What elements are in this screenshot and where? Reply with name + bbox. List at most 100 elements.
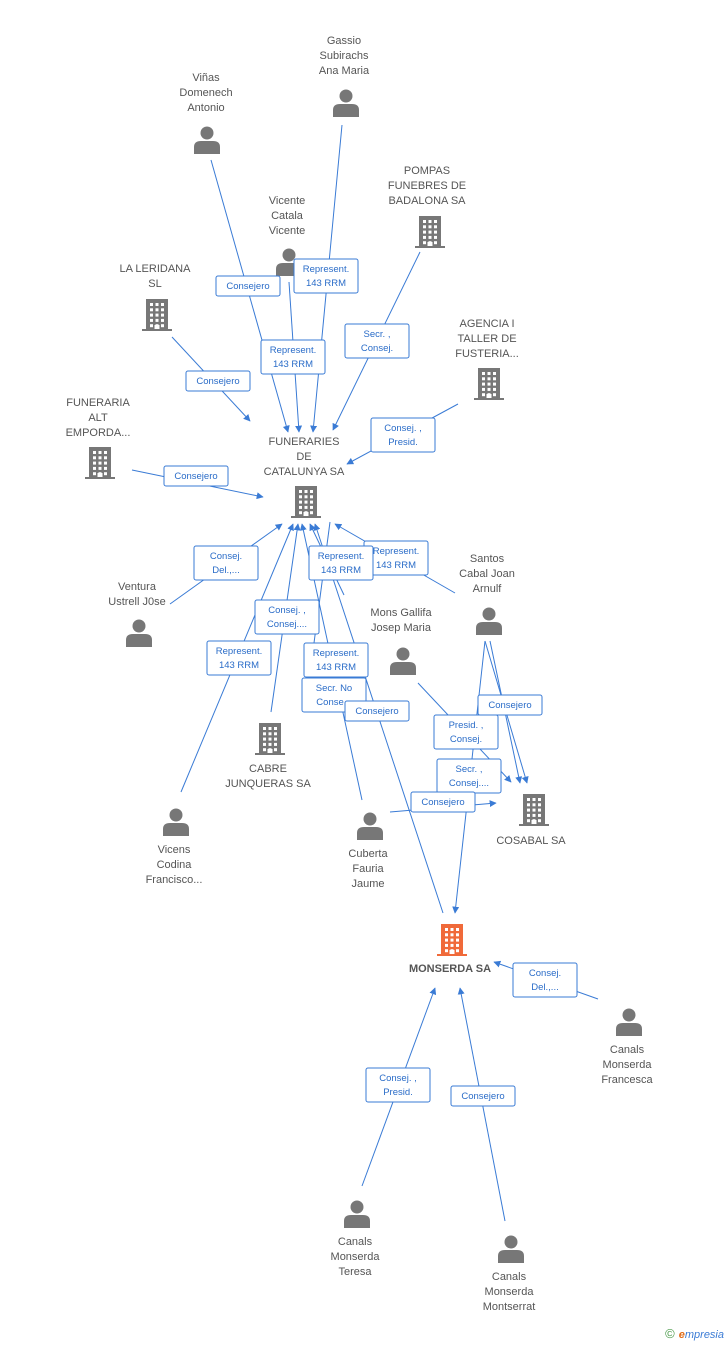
building-icon: [142, 299, 172, 331]
edge-label-agencia-to-funeraries[interactable]: Consej. , Presid.: [370, 417, 436, 453]
node-label: Ventura: [118, 581, 157, 593]
edge-label-text: Presid. ,: [449, 720, 484, 731]
empresia-credit[interactable]: ©empresia: [665, 1326, 724, 1341]
edge-label-text: Consej. ,: [384, 423, 422, 434]
building-icon: [291, 486, 321, 518]
node-label: Mons Gallifa: [370, 607, 432, 619]
brand-initial: e: [678, 1329, 685, 1341]
node-label: Canals: [492, 1271, 527, 1283]
edge-label-text: Consej....: [449, 778, 489, 789]
node-label: Monserda: [331, 1251, 381, 1263]
edge-label-text: Consejero: [355, 706, 398, 717]
building-icon: [519, 794, 549, 826]
person-icon: [498, 1235, 524, 1263]
node-cosabal[interactable]: COSABAL SA: [496, 794, 566, 847]
node-label: LA LERIDANA: [120, 263, 192, 275]
node-label: Francisco...: [146, 874, 203, 886]
node-label: Teresa: [338, 1266, 372, 1278]
node-label: Subirachs: [320, 50, 369, 62]
edge-label-text: Consejero: [174, 471, 217, 482]
edge-label-text: Secr. ,: [364, 329, 391, 340]
person-icon: [333, 89, 359, 117]
node-label: Ana Maria: [319, 65, 370, 77]
node-label: TALLER DE: [457, 333, 516, 345]
edge-label-funeraria_alt-to-funeraries[interactable]: Consejero: [163, 465, 229, 487]
node-label: SL: [148, 278, 161, 290]
node-label: Fauria: [352, 863, 384, 875]
node-funeraria_alt[interactable]: FUNERARIAALTEMPORDA...: [66, 397, 131, 479]
edge-label-santos-to-cosabal[interactable]: Consejero: [477, 694, 543, 716]
edge-label-leridana-to-funeraries[interactable]: Consejero: [185, 370, 251, 392]
edge-label-text: Consej. ,: [379, 1073, 417, 1084]
edge-label-text: Represent.: [313, 648, 359, 659]
edge-label-text: 143 RRM: [376, 560, 416, 571]
node-label: Montserrat: [483, 1301, 536, 1313]
node-vicens[interactable]: VicensCodinaFrancisco...: [146, 808, 203, 887]
node-label: POMPAS: [404, 165, 450, 177]
building-icon: [85, 447, 115, 479]
edge-label-vicente-to-funeraries[interactable]: Represent.143 RRM: [260, 339, 326, 375]
edge-label-vinas-to-funeraries[interactable]: Consejero: [215, 275, 281, 297]
edge-label-text: Represent.: [270, 345, 316, 356]
node-label: ALT: [88, 412, 108, 424]
edge-label-teresa-to-monserda[interactable]: Consej. ,Presid.: [365, 1067, 431, 1103]
node-leridana[interactable]: LA LERIDANA SL: [120, 263, 192, 331]
edge-label-pompas-to-funeraries[interactable]: Secr. ,Consej.: [344, 323, 410, 359]
edge-label-text: Consej.: [210, 551, 242, 562]
edge-label-text: Consejero: [226, 281, 269, 292]
edge-label-text: Consej....: [267, 619, 307, 630]
node-label: CATALUNYA SA: [264, 466, 345, 478]
person-icon: [616, 1008, 642, 1036]
edge-label-francesca-to-monserda[interactable]: Consej.Del.,...: [512, 962, 578, 998]
brand-name: mpresia: [684, 1329, 724, 1341]
node-label: Canals: [610, 1044, 645, 1056]
edge-label-text: 143 RRM: [306, 278, 346, 289]
edge-label-text: Represent.: [303, 264, 349, 275]
node-monserda[interactable]: MONSERDA SA: [409, 924, 491, 975]
node-label: FUNERARIA: [66, 397, 130, 409]
node-label: Ustrell J0se: [108, 596, 165, 608]
edge-label-cuberta-to-funeraries[interactable]: Represent.143 RRM: [308, 545, 374, 581]
edge-label-text: 143 RRM: [219, 660, 259, 671]
edge-label-text: Presid.: [388, 437, 418, 448]
edge-label-text: Del.,...: [212, 565, 239, 576]
edge-label-mons-to-cosabal[interactable]: Presid. ,Consej.: [433, 714, 499, 750]
edge-label-ventura-to-funeraries[interactable]: Consej. Del.,...: [193, 545, 259, 581]
edge-label-monserda-to-funeraries[interactable]: Consejero: [344, 700, 410, 722]
edge-label-text: Del.,...: [531, 982, 558, 993]
node-label: CABRE: [249, 763, 287, 775]
node-label: Francesca: [601, 1074, 653, 1086]
edge-label-text: Represent.: [373, 546, 419, 557]
edge-label-gassio-to-funeraries[interactable]: Represent. 143 RRM: [293, 258, 359, 294]
person-icon: [126, 619, 152, 647]
node-label: MONSERDA SA: [409, 963, 491, 975]
node-label: Canals: [338, 1236, 373, 1248]
edge-label-vicens-to-funeraries[interactable]: Represent.143 RRM: [206, 640, 272, 676]
edge-label-santos-to-cosabal[interactable]: Secr. ,Consej....: [436, 758, 502, 794]
edge-label-mons-to-funeraries[interactable]: Represent.143 RRM: [303, 642, 369, 678]
edge-label-cabre-to-funeraries[interactable]: Consej. ,Consej....: [254, 599, 320, 635]
node-label: AGENCIA I: [459, 318, 514, 330]
node-label: COSABAL SA: [496, 835, 566, 847]
edge-label-santos-to-funeraries[interactable]: Represent. 143 RRM: [363, 540, 429, 576]
edge-label-montserrat-to-monserda[interactable]: Consejero: [450, 1085, 516, 1107]
edge-label-cuberta-to-cosabal[interactable]: Consejero: [410, 791, 476, 813]
node-label: DE: [296, 451, 311, 463]
person-icon: [163, 808, 189, 836]
